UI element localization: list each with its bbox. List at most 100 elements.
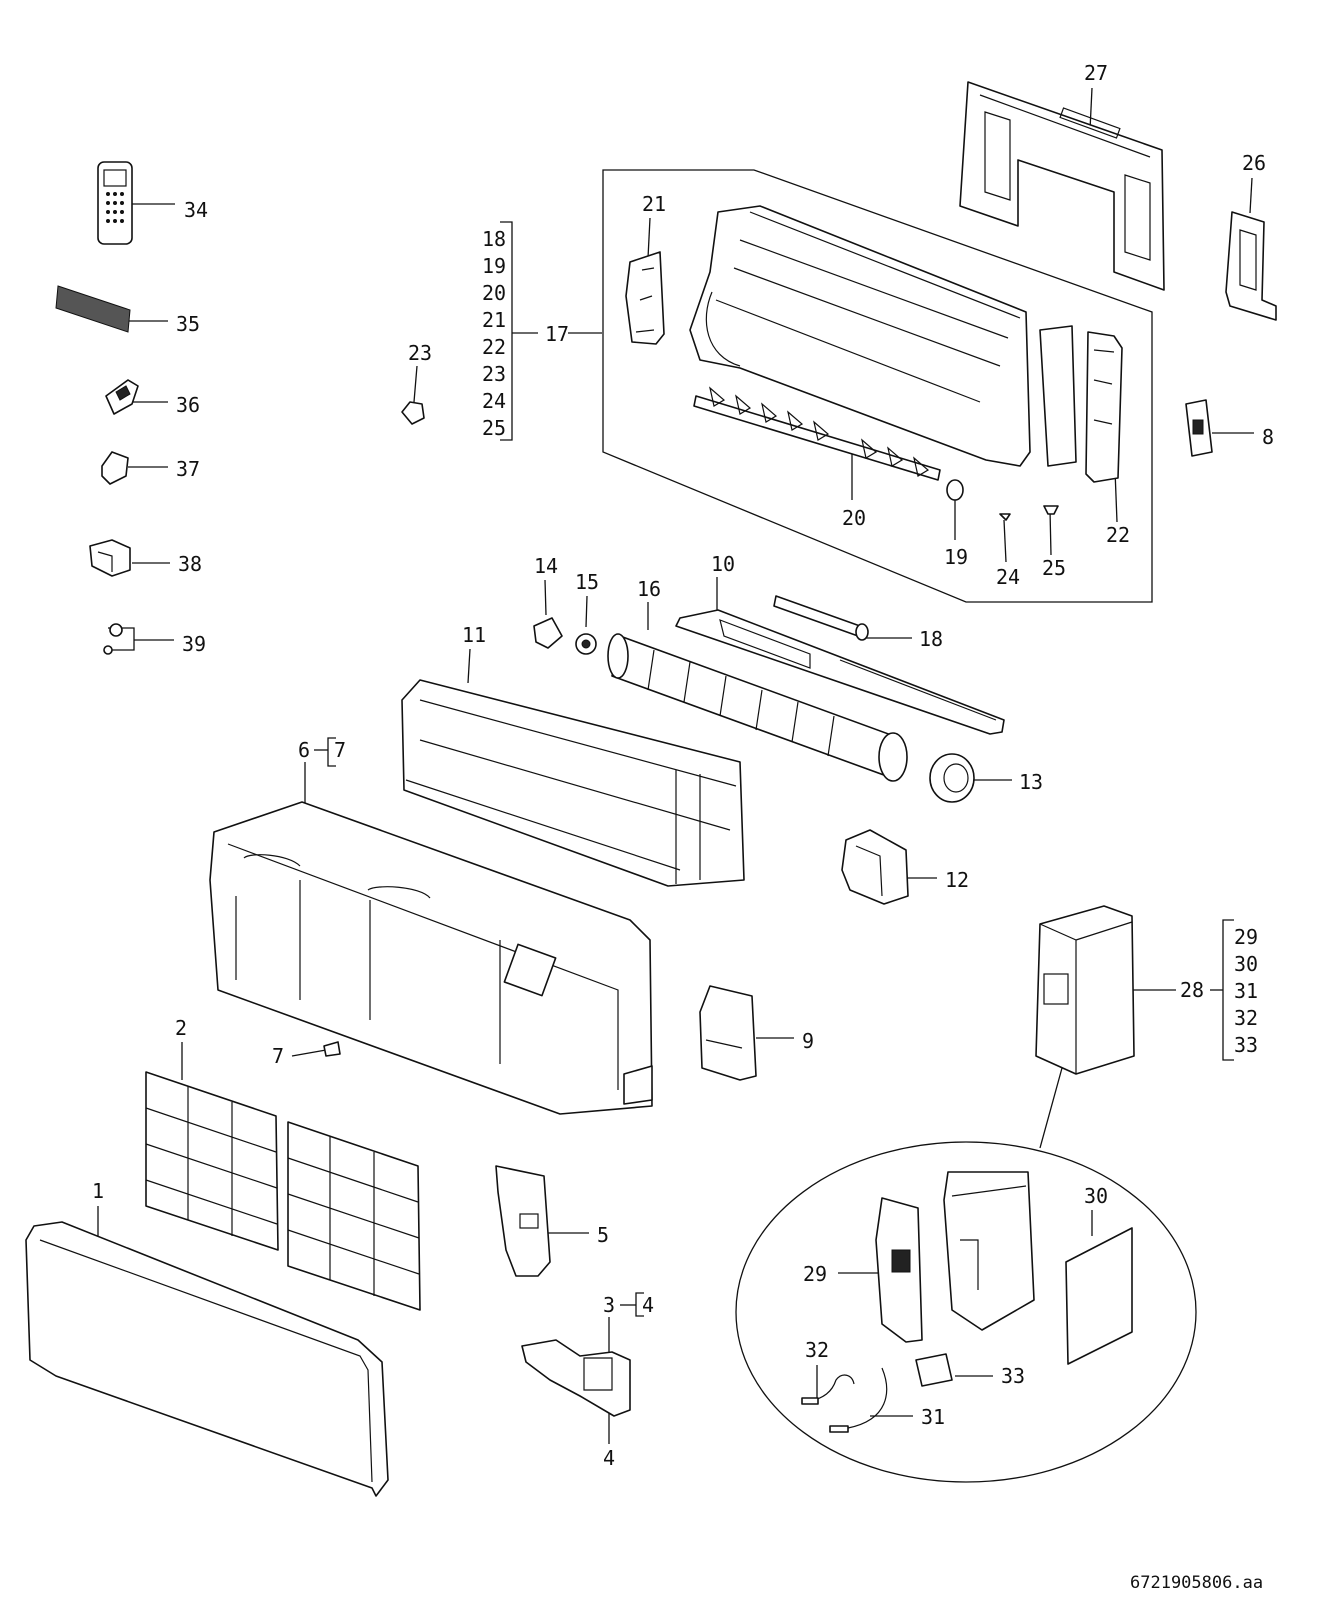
callout-25: 25 [1042,556,1066,580]
callout-36: 36 [176,393,200,417]
part-16-cross-flow-fan [607,633,908,782]
list-item-24: 24 [482,389,506,413]
part-36-holder [105,379,139,415]
callout-23: 23 [408,341,432,365]
part-5-terminal-cover [495,1165,551,1277]
part-30-insulation-sheet [1065,1227,1133,1365]
part-25-screw [1043,505,1059,515]
callout-18: 18 [919,627,943,651]
callout-2: 2 [175,1016,187,1040]
part-6-main-chassis [209,801,653,1115]
part-1-front-panel [25,1221,389,1497]
part-7-clip [323,1041,341,1057]
part-23-bearing-holder [401,401,425,425]
callout-3: 3 [603,1293,615,1317]
callout-9: 9 [802,1029,814,1053]
part-24-screw [999,513,1011,521]
document-code: 6721905806.aa [1130,1573,1263,1593]
part-32-sensor [801,1374,855,1405]
part-2-air-filters [145,1071,421,1311]
callout-29: 29 [803,1262,827,1286]
callout-4-group: 4 [642,1293,654,1317]
part-37-clip [101,451,129,485]
list-item-32: 32 [1234,1006,1258,1030]
callout-22: 22 [1106,523,1130,547]
callout-12: 12 [945,868,969,892]
group-17-frame [602,169,1153,603]
callout-1: 1 [92,1179,104,1203]
callout-6: 6 [298,738,310,762]
callout-7: 7 [272,1044,284,1068]
part-12-motor-support [841,829,909,905]
part-29-pcb [875,1197,923,1343]
part-34-remote-control [97,161,133,245]
part-9-cover [699,985,757,1081]
part-3-4-terminal-block [521,1339,631,1417]
part-28-control-box [1035,905,1135,1075]
callout-11: 11 [462,623,486,647]
list-item-19: 19 [482,254,506,278]
part-39-screws [103,623,123,655]
part-15-ring [575,633,597,655]
part-18-fan-shaft [773,595,869,641]
callout-20: 20 [842,506,866,530]
list-item-23: 23 [482,362,506,386]
group-17-parts-list: 18 19 20 21 22 23 24 25 [482,227,506,440]
part-13-fan-motor [929,753,975,803]
callout-19: 19 [944,545,968,569]
list-item-21: 21 [482,308,506,332]
part-8-bracket [1185,399,1213,457]
part-17-chassis [689,205,1077,467]
part-26-side-bracket [1225,211,1277,321]
part-14-bearing [533,617,563,649]
callout-15: 15 [575,570,599,594]
callout-16: 16 [637,577,661,601]
list-item-22: 22 [482,335,506,359]
part-19-bushing [946,479,964,501]
list-item-18: 18 [482,227,506,251]
callout-32: 32 [805,1338,829,1362]
callout-38: 38 [178,552,202,576]
part-31-sensor [829,1367,888,1433]
callout-4: 4 [603,1446,615,1470]
callout-39: 39 [182,632,206,656]
callout-28: 28 [1180,978,1204,1002]
part-35-filter-mesh [55,285,131,333]
callout-26: 26 [1242,151,1266,175]
group-28-parts-list: 29 30 31 32 33 [1234,925,1258,1057]
list-item-25: 25 [482,416,506,440]
callout-17: 17 [545,322,569,346]
part-11-evaporator [401,679,745,887]
callout-14: 14 [534,554,558,578]
callout-30: 30 [1084,1184,1108,1208]
list-item-29: 29 [1234,925,1258,949]
callout-21: 21 [642,192,666,216]
list-item-31: 31 [1234,979,1258,1003]
callout-13: 13 [1019,770,1043,794]
callout-37: 37 [176,457,200,481]
callout-8: 8 [1262,425,1274,449]
callout-24: 24 [996,565,1020,589]
part-27-mounting-plate [959,81,1165,291]
callout-10: 10 [711,552,735,576]
callout-5: 5 [597,1223,609,1247]
callout-7-group: 7 [334,738,346,762]
list-item-30: 30 [1234,952,1258,976]
part-10-drain-pan [675,609,1005,735]
callout-31: 31 [921,1405,945,1429]
list-item-33: 33 [1234,1033,1258,1057]
callout-35: 35 [176,312,200,336]
detail-circle-28 [735,1141,1197,1483]
list-item-20: 20 [482,281,506,305]
part-33-terminal [915,1353,953,1387]
part-21-cover [625,251,665,345]
callout-33: 33 [1001,1364,1025,1388]
callout-34: 34 [184,198,208,222]
part-22-side-cover [1085,331,1123,483]
part-20-louvers [693,386,941,481]
part-38-remote-holder [89,539,131,577]
callout-27: 27 [1084,61,1108,85]
part-28-box-detail [943,1171,1035,1331]
